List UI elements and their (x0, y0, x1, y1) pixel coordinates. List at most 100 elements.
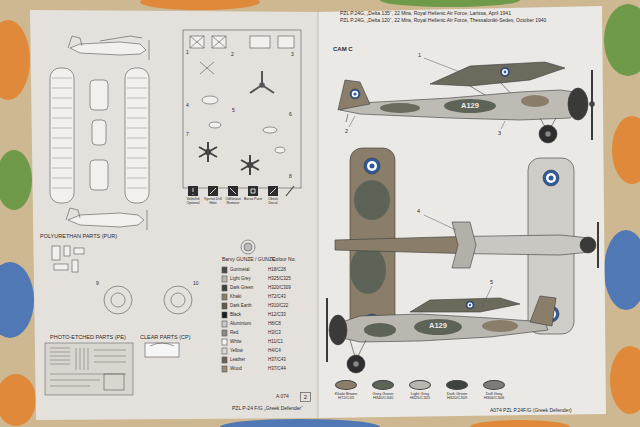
side-view-outline (66, 208, 147, 230)
color-name: Leather (230, 358, 245, 363)
symbol-label: Volitelně Optional (184, 198, 203, 206)
wing-outline (52, 78, 72, 188)
aircraft-side-view (342, 314, 548, 342)
aircraft-side-view (469, 304, 471, 306)
symbol-icon (248, 186, 258, 196)
roundel (546, 173, 556, 183)
color-code: H325/C325 (268, 277, 291, 282)
color-chip (222, 366, 227, 372)
color-chip (222, 339, 227, 345)
leader-line (349, 116, 355, 127)
resin-part (164, 286, 192, 314)
radial-engine-part (241, 155, 259, 175)
side-view-outline (149, 40, 150, 60)
color-swatch (335, 380, 357, 390)
color-chip (222, 312, 227, 318)
symbol-label: Odříznout Remove (224, 198, 243, 206)
color-name: Red (230, 331, 238, 336)
page-number: 2 (304, 394, 307, 401)
aircraft-side-view (414, 319, 462, 335)
aircraft-side-view (502, 69, 508, 75)
color-chip (222, 285, 227, 291)
color-name: Dark Earth (230, 304, 252, 309)
color-code: H37/C43 (268, 358, 286, 363)
aircraft-side-view (364, 323, 396, 337)
profile-caption: PZL P.24G, „Delta 135“, 22 Mira, Royal H… (340, 11, 511, 17)
aircraft-side-view (327, 296, 556, 373)
leader-line (501, 121, 505, 129)
sprue-frame (190, 36, 204, 48)
symbol-label: Barva Paint (244, 198, 263, 202)
color-name: Yellow (230, 349, 243, 354)
wing-outline (50, 68, 149, 203)
legend-item: Light Grey H325/C325 (402, 380, 438, 401)
sprue-frame (275, 147, 285, 153)
part-number: 9 (96, 281, 99, 287)
aircraft-side-view (530, 296, 556, 326)
aircraft-side-view (326, 298, 328, 362)
page-code: A 074 (276, 394, 289, 400)
clear-part (145, 343, 179, 357)
photo-etched-fret (45, 343, 133, 395)
roundel (549, 176, 554, 181)
color-code: H3/C3 (268, 331, 281, 336)
color-code: H18/C28 (268, 268, 286, 273)
leader-line (424, 58, 460, 72)
leader-line (482, 286, 492, 307)
section-heading: POLYURETHAN PARTS (PUR) (40, 233, 117, 239)
part-number: 5 (232, 108, 235, 114)
color-name: Khaki (230, 295, 241, 300)
aircraft-plan-view (354, 180, 390, 220)
aircraft-plan-view (460, 235, 590, 255)
roundel (543, 170, 559, 186)
part-number: 10 (193, 281, 199, 287)
sprue-frame (183, 30, 301, 188)
aircraft-side-view (347, 355, 365, 373)
symbol-icon (188, 186, 294, 196)
aircraft-side-view (338, 80, 370, 110)
callout-number: 1 (418, 52, 421, 58)
wing-outline (92, 120, 106, 145)
gunze-logo (241, 240, 255, 254)
aircraft-side-view (410, 298, 520, 312)
resin-part (72, 260, 78, 272)
left-page-drawings (45, 30, 311, 402)
radial-engine-part (199, 142, 259, 175)
part-number: 2 (231, 52, 234, 58)
color-chip (222, 294, 227, 300)
color-chip (222, 357, 227, 363)
color-code: H310/C22 (268, 304, 288, 309)
legend-text: Grey Green H340/C340 (365, 392, 401, 401)
color-code: H37/C44 (268, 367, 286, 372)
table-header: Barvy GUNZE / GUNZE (222, 257, 275, 263)
aircraft-side-view (504, 71, 507, 74)
aircraft-code: A129 (429, 322, 447, 330)
color-code: H12/C33 (268, 313, 286, 318)
resin-part (52, 246, 60, 260)
part-number: 3 (291, 52, 294, 58)
clear-part (145, 343, 179, 357)
color-name: Black (230, 313, 241, 318)
sprue-frame (212, 36, 226, 48)
aircraft-side-view (340, 90, 580, 120)
side-view-outline (68, 36, 82, 48)
part-number: 6 (289, 112, 292, 118)
paper-sheet (318, 6, 606, 418)
gunze-logo (244, 243, 252, 251)
aircraft-code: A129 (461, 102, 479, 110)
resin-part (54, 264, 68, 270)
symbol-icon (286, 186, 294, 196)
color-code: H8/C8 (268, 322, 281, 327)
aircraft-side-view (353, 92, 356, 95)
legend-text: Dark Green H320/C309 (439, 392, 475, 401)
legend-text: Khaki Brown H72/C43 (328, 392, 364, 401)
roundel (367, 161, 377, 171)
color-chip (222, 267, 227, 273)
aircraft-side-view (466, 301, 474, 309)
callout-number: 3 (498, 130, 501, 136)
legend-text: Dull Grey H306/C306 (476, 392, 512, 401)
callout-number: 5 (490, 279, 493, 285)
